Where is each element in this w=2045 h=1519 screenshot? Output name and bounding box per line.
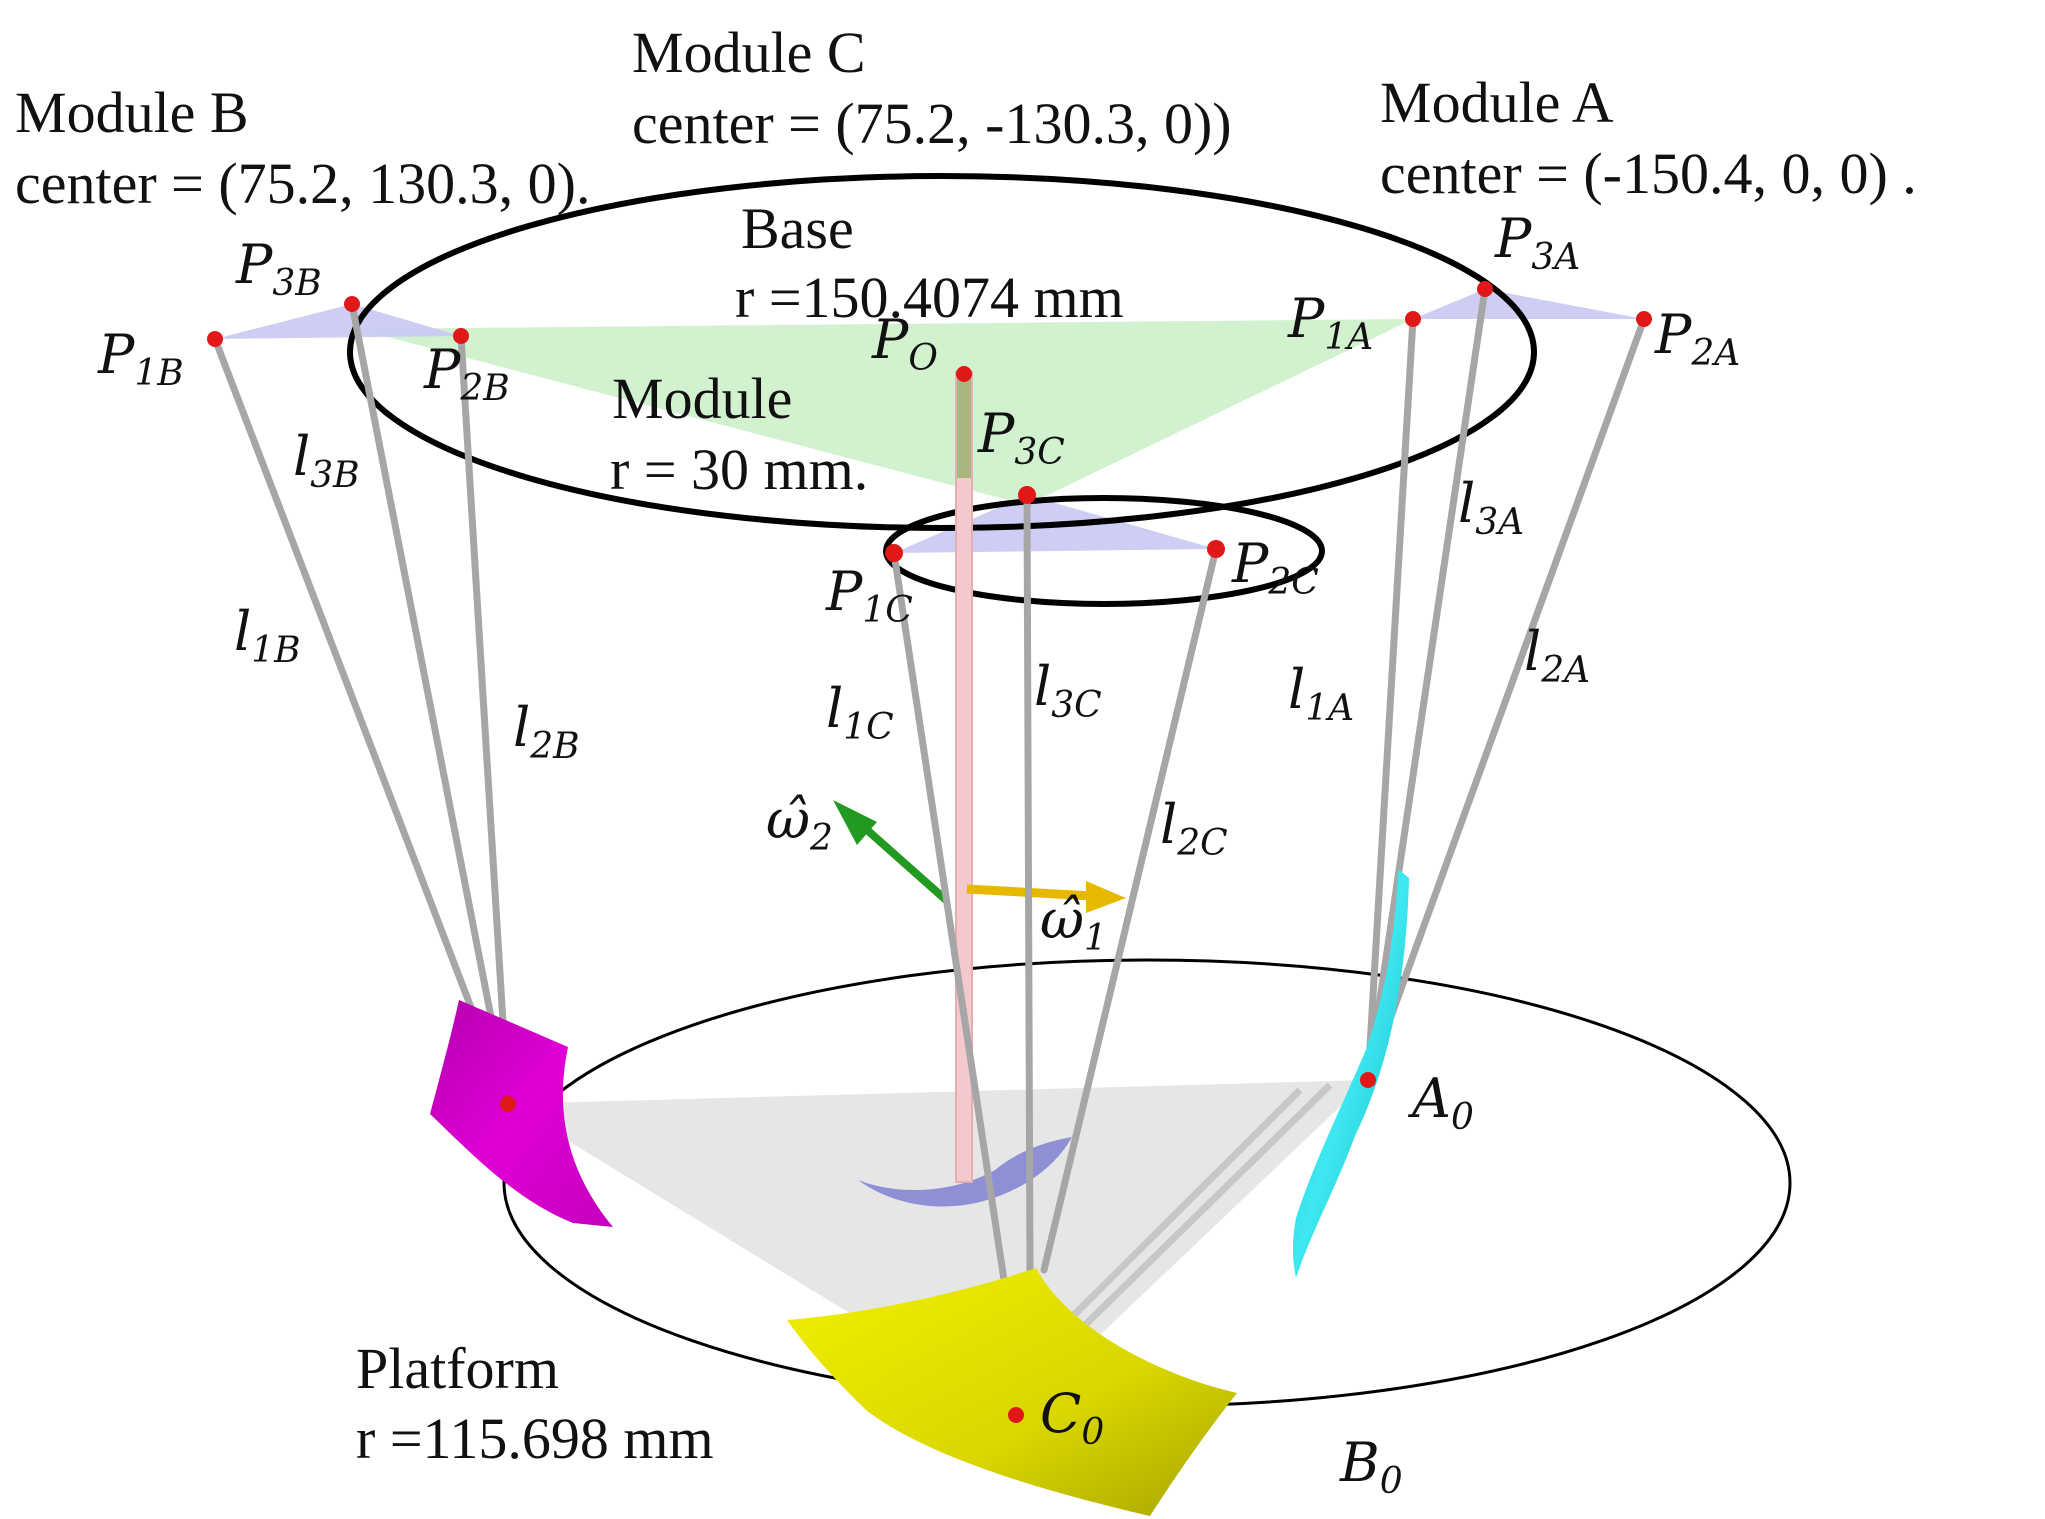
interior-rod-1 (1061, 1087, 1303, 1328)
point-p2c (1207, 540, 1225, 558)
module-c-title: Module C (632, 20, 866, 85)
platform-triangle (508, 1080, 1368, 1415)
label-l1a: l1A (1288, 658, 1354, 729)
module-a-center: center = (-150.4, 0, 0) . (1380, 141, 1917, 206)
point-p3b (344, 296, 360, 312)
base-title: Base (741, 196, 854, 261)
label-w2: ω̂2 (766, 788, 833, 859)
label-l2c: l2C (1160, 793, 1228, 864)
label-l3b: l3B (293, 425, 360, 496)
base-circle (347, 173, 1537, 531)
label-c0: C0 (1040, 1382, 1104, 1453)
label-l1b: l1B (234, 600, 301, 671)
point-p3c (1018, 486, 1036, 504)
label-p3a: P3A (1494, 207, 1580, 278)
point-p1b (207, 331, 223, 347)
label-l3c: l3C (1034, 655, 1102, 726)
label-p1a: P1A (1287, 287, 1373, 358)
label-a0: A0 (1407, 1067, 1474, 1138)
point-p2b (453, 328, 469, 344)
module-b-center: center = (75.2, 130.3, 0). (15, 151, 591, 216)
module-b-triangle (215, 304, 461, 339)
label-l3a: l3A (1458, 472, 1524, 543)
platform-radius: r =115.698 mm (356, 1406, 714, 1471)
label-po: PO (871, 308, 938, 379)
label-p1c: P1C (825, 560, 913, 631)
point-p2a (1636, 311, 1652, 327)
base-triangle (357, 319, 1413, 505)
point-po (956, 366, 972, 382)
label-l2b: l2B (513, 696, 580, 767)
point-b0 (500, 1096, 516, 1112)
label-p1b: P1B (97, 323, 184, 394)
module-a-title: Module A (1380, 70, 1614, 135)
label-l2a: l2A (1524, 620, 1590, 691)
cyan-curve-surface (1292, 869, 1409, 1278)
base-radius: r =150.4074 mm (735, 265, 1124, 330)
platform-title: Platform (356, 1336, 559, 1401)
label-p2c: P2C (1231, 532, 1319, 603)
module-title: Module (612, 366, 792, 431)
module-c-center: center = (75.2, -130.3, 0)) (632, 91, 1232, 156)
axis-w2-arrow (833, 800, 949, 903)
yellow-curve-surface (787, 1268, 1237, 1516)
label-l1c: l1C (826, 677, 894, 748)
center-mast-top (957, 372, 971, 478)
label-p3c: P3C (977, 402, 1065, 473)
magenta-curve-surface (430, 1000, 613, 1227)
module-a-legs (1364, 285, 1648, 1084)
point-p1c (885, 544, 903, 562)
label-b0: B0 (1339, 1431, 1403, 1502)
point-p3a (1477, 281, 1493, 297)
interior-rod-2 (1077, 1082, 1333, 1333)
label-p2b: P2B (423, 338, 510, 409)
module-a-triangle (1413, 289, 1644, 319)
label-w1: ω̂1 (1040, 888, 1107, 959)
point-p1a (1405, 311, 1421, 327)
point-c0 (1008, 1407, 1024, 1423)
module-b-legs (211, 300, 512, 1108)
label-p3b: P3B (235, 233, 322, 304)
module-radius: r = 30 mm. (610, 437, 868, 502)
module-c-legs (890, 491, 1220, 1284)
module-b-title: Module B (15, 80, 249, 145)
label-p2a: P2A (1654, 303, 1740, 374)
point-a0 (1360, 1072, 1376, 1088)
